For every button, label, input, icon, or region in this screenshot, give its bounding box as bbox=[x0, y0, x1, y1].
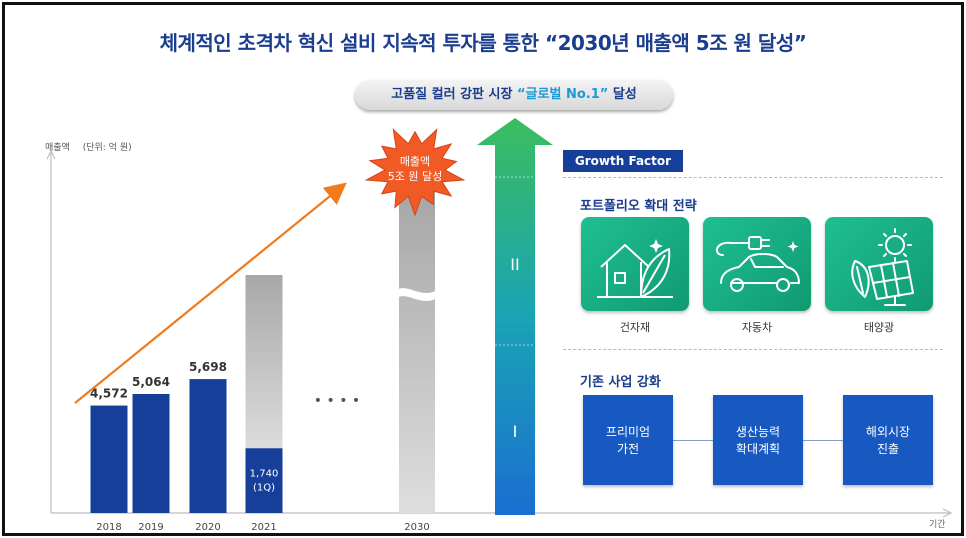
target-pill-highlight: “글로벌 No.1” bbox=[517, 87, 609, 102]
starburst-badge: 매출액 5조 원 달성 bbox=[364, 128, 466, 217]
bar-2021-1q bbox=[245, 448, 283, 513]
unit-label: (단위: 억 원) bbox=[82, 143, 132, 153]
house-leaf-icon bbox=[597, 239, 673, 298]
biz-box-capacity-expansion: 생산능력 확대계획 bbox=[713, 395, 803, 485]
car-plug-icon bbox=[715, 236, 800, 292]
x-tick-2020: 2020 bbox=[195, 522, 220, 533]
biz-box-3-line2: 진출 bbox=[876, 442, 900, 456]
biz-box-premium-appliance: 프리미엄 가전 bbox=[583, 395, 673, 485]
phase-ii-label: II bbox=[510, 255, 519, 274]
tile-automotive bbox=[703, 217, 811, 311]
target-pill-prefix: 고품질 컬러 강판 시장 bbox=[391, 87, 513, 102]
bar-2030 bbox=[399, 155, 435, 513]
bar-2018 bbox=[90, 405, 128, 513]
biz-box-2-line1: 생산능력 bbox=[735, 425, 781, 439]
target-pill: 고품질 컬러 강판 시장 “글로벌 No.1” 달성 bbox=[355, 80, 673, 110]
divider-top bbox=[563, 177, 943, 178]
tile-label-automotive: 자동차 bbox=[741, 321, 773, 334]
x-tick-2030: 2030 bbox=[404, 522, 429, 533]
value-label-2019: 5,064 bbox=[132, 375, 170, 389]
bar-2030-break bbox=[395, 288, 439, 301]
growth-factor-badge: Growth Factor bbox=[563, 150, 683, 172]
x-tick-2019: 2019 bbox=[138, 522, 163, 533]
sub-label-2021: (1Q) bbox=[253, 482, 275, 493]
value-label-2018: 4,572 bbox=[90, 387, 128, 401]
tile-building-materials bbox=[581, 217, 689, 311]
growth-arrow: II I bbox=[477, 118, 553, 515]
target-pill-suffix: 달성 bbox=[612, 87, 637, 102]
biz-box-2-line2: 확대계획 bbox=[735, 442, 781, 456]
x-axis-label: 기간 bbox=[929, 520, 946, 530]
growth-arrow-shape bbox=[477, 118, 553, 515]
trend-arrow bbox=[74, 182, 347, 404]
biz-box-overseas-market: 해외시장 진출 bbox=[843, 395, 933, 485]
biz-box-3-line1: 해외시장 bbox=[865, 425, 911, 439]
biz-box-1-line1: 프리미엄 bbox=[605, 425, 651, 439]
bar-2020 bbox=[189, 379, 227, 513]
y-axis-label: 매출액 bbox=[45, 143, 70, 153]
existing-business-title: 기존 사업 강화 bbox=[580, 375, 661, 390]
starburst-line2: 5조 원 달성 bbox=[388, 170, 442, 183]
value-label-2020: 5,698 bbox=[189, 360, 227, 374]
x-axis-arrowhead bbox=[942, 508, 953, 518]
tile-label-building: 건자재 bbox=[619, 321, 651, 334]
biz-connector-2 bbox=[803, 440, 843, 441]
page-title: 체계적인 초격차 혁신 설비 지속적 투자를 통한 “2030년 매출액 5조 … bbox=[159, 31, 807, 55]
biz-connector-1 bbox=[671, 440, 713, 441]
x-tick-2018: 2018 bbox=[96, 522, 121, 533]
tile-label-solar: 태양광 bbox=[863, 321, 895, 334]
tile-solar bbox=[825, 217, 933, 311]
bar-2019 bbox=[132, 393, 170, 513]
x-tick-2021: 2021 bbox=[251, 522, 276, 533]
divider-middle bbox=[563, 349, 943, 350]
solar-panel-icon bbox=[851, 228, 914, 306]
phase-i-label: I bbox=[513, 422, 518, 441]
ellipsis: • • • • bbox=[314, 393, 360, 409]
starburst-shape bbox=[364, 128, 466, 217]
starburst-line1: 매출액 bbox=[400, 155, 430, 168]
y-axis-arrowhead bbox=[46, 149, 56, 160]
value-label-2021: 1,740 bbox=[250, 468, 279, 479]
portfolio-title: 포트폴리오 확대 전략 bbox=[580, 199, 697, 214]
revenue-chart: 2018 4,572 2019 5,064 2020 5,698 2021 1,740 (1Q)… bbox=[46, 118, 953, 533]
biz-box-1-line2: 가전 bbox=[616, 442, 640, 456]
y-axis-label-group: 매출액 (단위: 억 원) bbox=[45, 140, 132, 153]
